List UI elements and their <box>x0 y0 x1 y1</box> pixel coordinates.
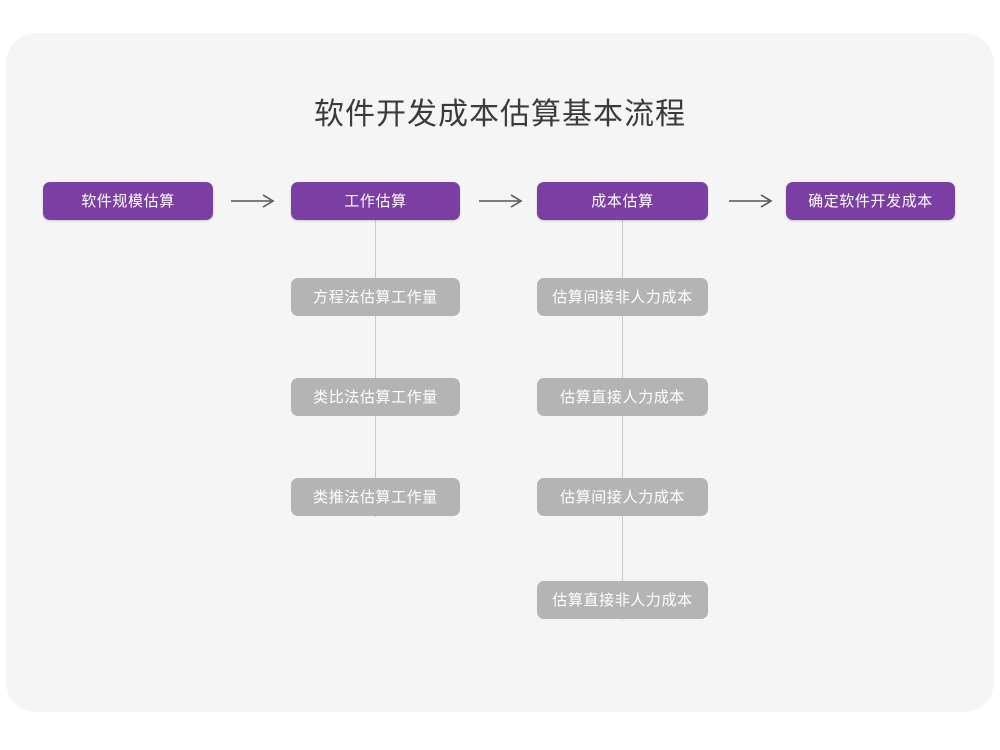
effort-node-inference-method[interactable]: 类推法估算工作量 <box>291 478 460 516</box>
arrow-right-icon <box>729 193 773 209</box>
cost-node-indirect-non-labor[interactable]: 估算间接非人力成本 <box>537 278 708 316</box>
flow-node-software-size-estimation[interactable]: 软件规模估算 <box>43 182 213 220</box>
page-title: 软件开发成本估算基本流程 <box>314 98 686 131</box>
connector-line-cost <box>622 220 623 620</box>
diagram-card <box>6 33 994 712</box>
flow-node-determine-development-cost[interactable]: 确定软件开发成本 <box>786 182 955 220</box>
effort-node-equation-method[interactable]: 方程法估算工作量 <box>291 278 460 316</box>
flow-node-cost-estimation[interactable]: 成本估算 <box>537 182 708 220</box>
cost-node-indirect-labor[interactable]: 估算间接人力成本 <box>537 478 708 516</box>
cost-node-direct-labor[interactable]: 估算直接人力成本 <box>537 378 708 416</box>
cost-node-direct-non-labor[interactable]: 估算直接非人力成本 <box>537 581 708 619</box>
effort-node-analogy-method[interactable]: 类比法估算工作量 <box>291 378 460 416</box>
flow-node-effort-estimation[interactable]: 工作估算 <box>291 182 460 220</box>
arrow-right-icon <box>479 193 523 209</box>
connector-line-effort <box>375 220 376 517</box>
arrow-right-icon <box>231 193 275 209</box>
